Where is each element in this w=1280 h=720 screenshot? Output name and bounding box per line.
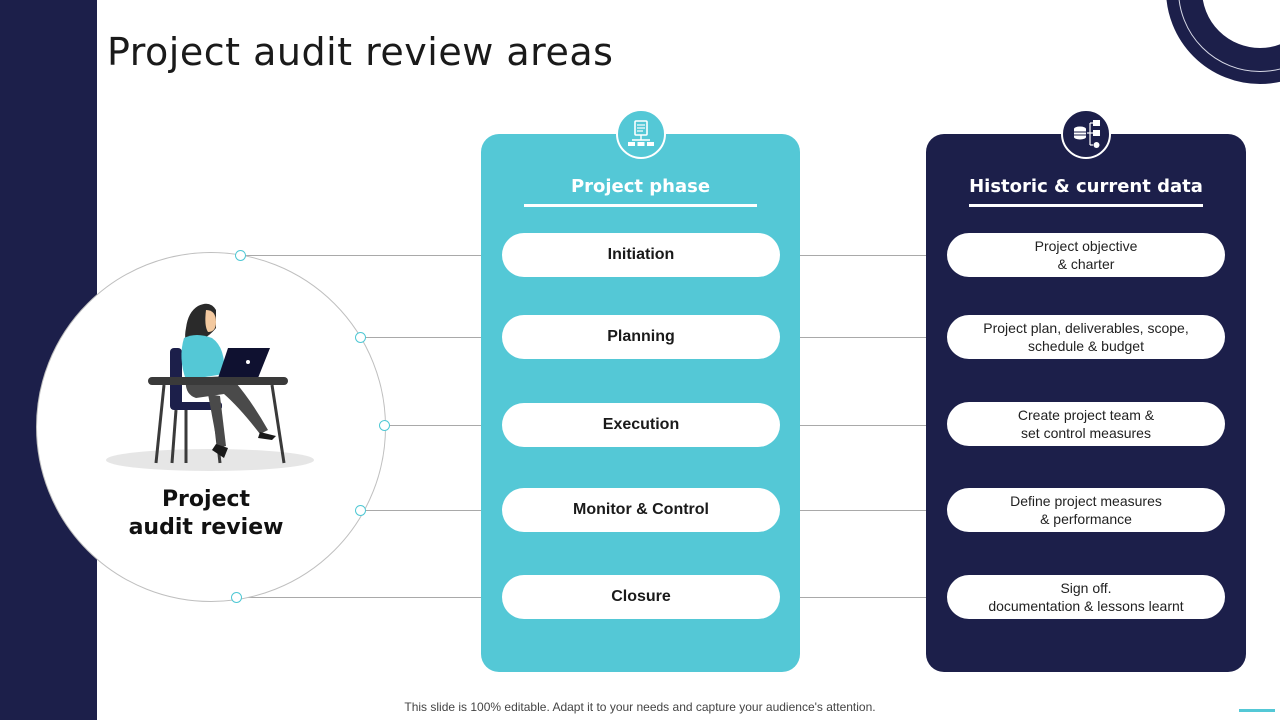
data-item[interactable]: Define project measures & performance [947,488,1225,532]
title-underline [969,204,1203,207]
decorative-ring-line [1178,0,1280,72]
phase-item-label: Closure [611,588,671,605]
data-item-label: Project objective & charter [1034,238,1138,272]
footer-accent-line [1239,709,1275,712]
connector-line [360,337,502,338]
data-item-label: Define project measures & performance [1010,493,1162,527]
connector-line [779,337,947,338]
data-item[interactable]: Project objective & charter [947,233,1225,277]
data-item[interactable]: Project plan, deliverables, scope, sched… [947,315,1225,359]
title-underline [524,204,757,207]
phase-item-label: Execution [602,416,680,433]
project-phase-panel: Project phase Initiation Planning Execut… [481,134,800,672]
connector-line [779,255,947,256]
data-item-label: Sign off. documentation & lessons learnt [988,580,1184,614]
data-item-label: Create project team & set control measur… [1017,407,1155,441]
connector-line [779,425,947,426]
database-hierarchy-icon [1061,109,1111,159]
connector-line [779,510,947,511]
center-label: Project audit review [128,487,284,540]
data-item[interactable]: Sign off. documentation & lessons learnt [947,575,1225,619]
phase-item[interactable]: Execution [502,403,780,447]
connector-line [779,597,947,598]
historic-data-title: Historic & current data [969,176,1203,197]
historic-data-panel: Historic & current data Project objectiv… [926,134,1246,672]
connector-dot [235,250,246,261]
phase-item[interactable]: Closure [502,575,780,619]
phase-item[interactable]: Planning [502,315,780,359]
project-phase-title: Project phase [570,176,711,197]
phase-item-label: Initiation [607,246,675,263]
woman-at-laptop-illustration [106,303,314,471]
phase-item[interactable]: Initiation [502,233,780,277]
connector-line [384,425,502,426]
connector-dot [355,332,366,343]
connector-line [236,597,502,598]
data-item-label: Project plan, deliverables, scope, sched… [983,320,1189,354]
connector-line [360,510,502,511]
connector-line [240,255,502,256]
connector-dot [379,420,390,431]
page-title: Project audit review areas [107,30,614,74]
footer-note: This slide is 100% editable. Adapt it to… [404,700,876,714]
phase-item-label: Planning [607,328,675,345]
flowchart-clipboard-icon [616,109,666,159]
phase-item[interactable]: Monitor & Control [502,488,780,532]
phase-item-label: Monitor & Control [573,501,709,518]
connector-dot [355,505,366,516]
data-item[interactable]: Create project team & set control measur… [947,402,1225,446]
connector-dot [231,592,242,603]
